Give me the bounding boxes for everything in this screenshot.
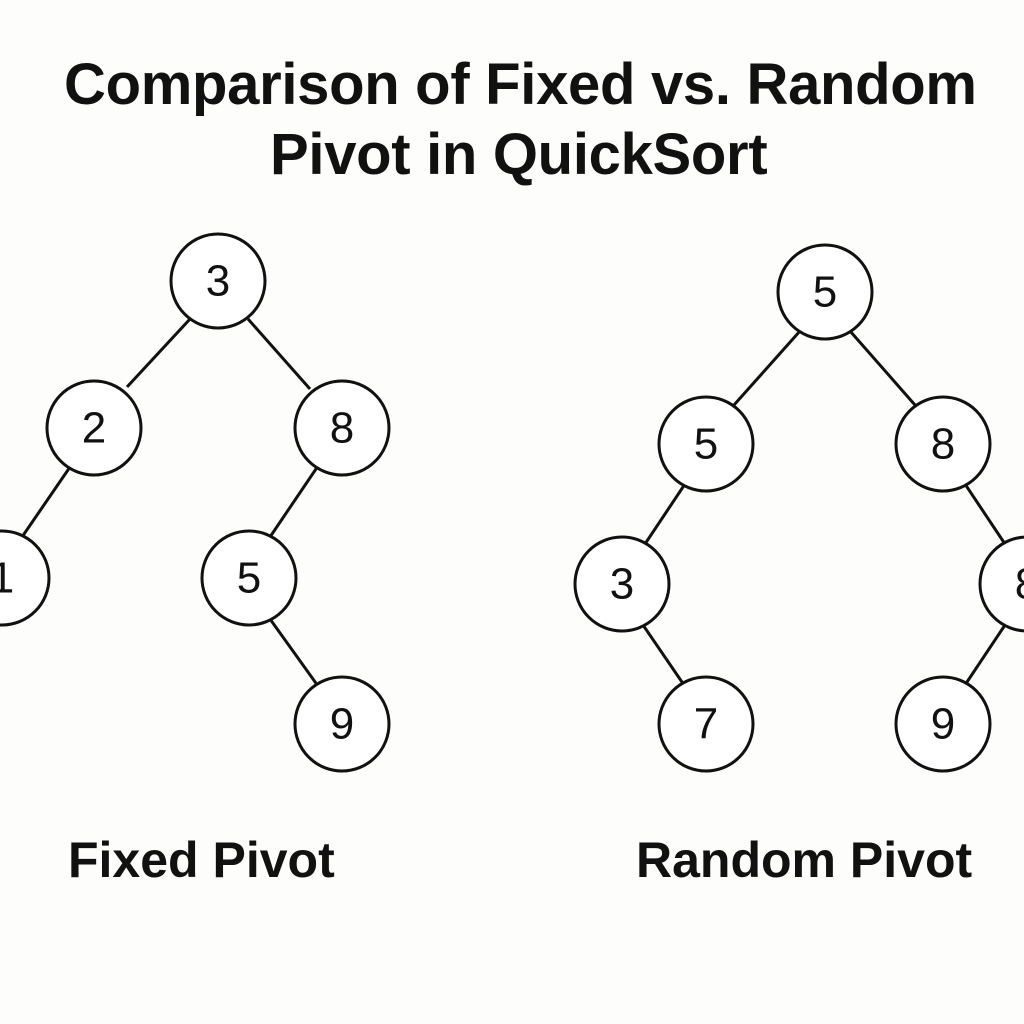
- edge-root5-to-8: [848, 330, 917, 406]
- fixed-pivot-caption: Fixed Pivot: [68, 832, 335, 888]
- tree-node: 5: [657, 395, 755, 493]
- edge-8-to-8: [963, 483, 1007, 545]
- random-pivot-tree: 5 5 8 3 8 7 9: [573, 243, 1024, 773]
- tree-node: 3: [573, 535, 671, 633]
- tree-node: 5: [776, 243, 874, 341]
- node-label: 5: [694, 420, 718, 469]
- node-label: 2: [82, 404, 106, 453]
- tree-node: 7: [657, 675, 755, 773]
- tree-node: 9: [293, 675, 391, 773]
- tree-node: 9: [894, 675, 992, 773]
- node-label: 8: [330, 404, 354, 453]
- tree-node: 8: [978, 535, 1024, 633]
- title-line-2: Pivot in QuickSort: [270, 122, 768, 187]
- edge-3-to-8: [246, 318, 312, 390]
- node-label: 7: [694, 700, 718, 749]
- node-label: 8: [931, 420, 955, 469]
- node-label: 1: [0, 554, 14, 603]
- fixed-pivot-tree: 3 2 8 1 5 9: [0, 232, 391, 773]
- edge-8-to-5: [268, 465, 320, 538]
- random-pivot-caption: Random Pivot: [636, 832, 973, 888]
- node-label: 3: [206, 257, 230, 306]
- node-label: 3: [610, 560, 634, 609]
- edge-root5-to-5: [732, 330, 802, 406]
- tree-node: 3: [169, 232, 267, 330]
- tree-node: 8: [293, 379, 391, 477]
- node-label: 5: [813, 268, 837, 317]
- edge-8-to-9: [963, 624, 1007, 686]
- tree-node: 1: [0, 529, 51, 627]
- edge-3-to-7: [641, 624, 686, 686]
- node-label: 9: [330, 700, 354, 749]
- tree-node: 5: [200, 529, 298, 627]
- title-line-1: Comparison of Fixed vs. Random: [64, 52, 977, 117]
- tree-node: 8: [894, 395, 992, 493]
- tree-node: 2: [45, 379, 143, 477]
- edge-5-to-3: [643, 483, 687, 545]
- node-label: 8: [1015, 560, 1024, 609]
- edge-5-to-9: [268, 618, 320, 687]
- edge-3-to-2: [125, 317, 192, 389]
- node-label: 9: [931, 700, 955, 749]
- node-label: 5: [237, 554, 261, 603]
- edge-2-to-1: [20, 466, 72, 538]
